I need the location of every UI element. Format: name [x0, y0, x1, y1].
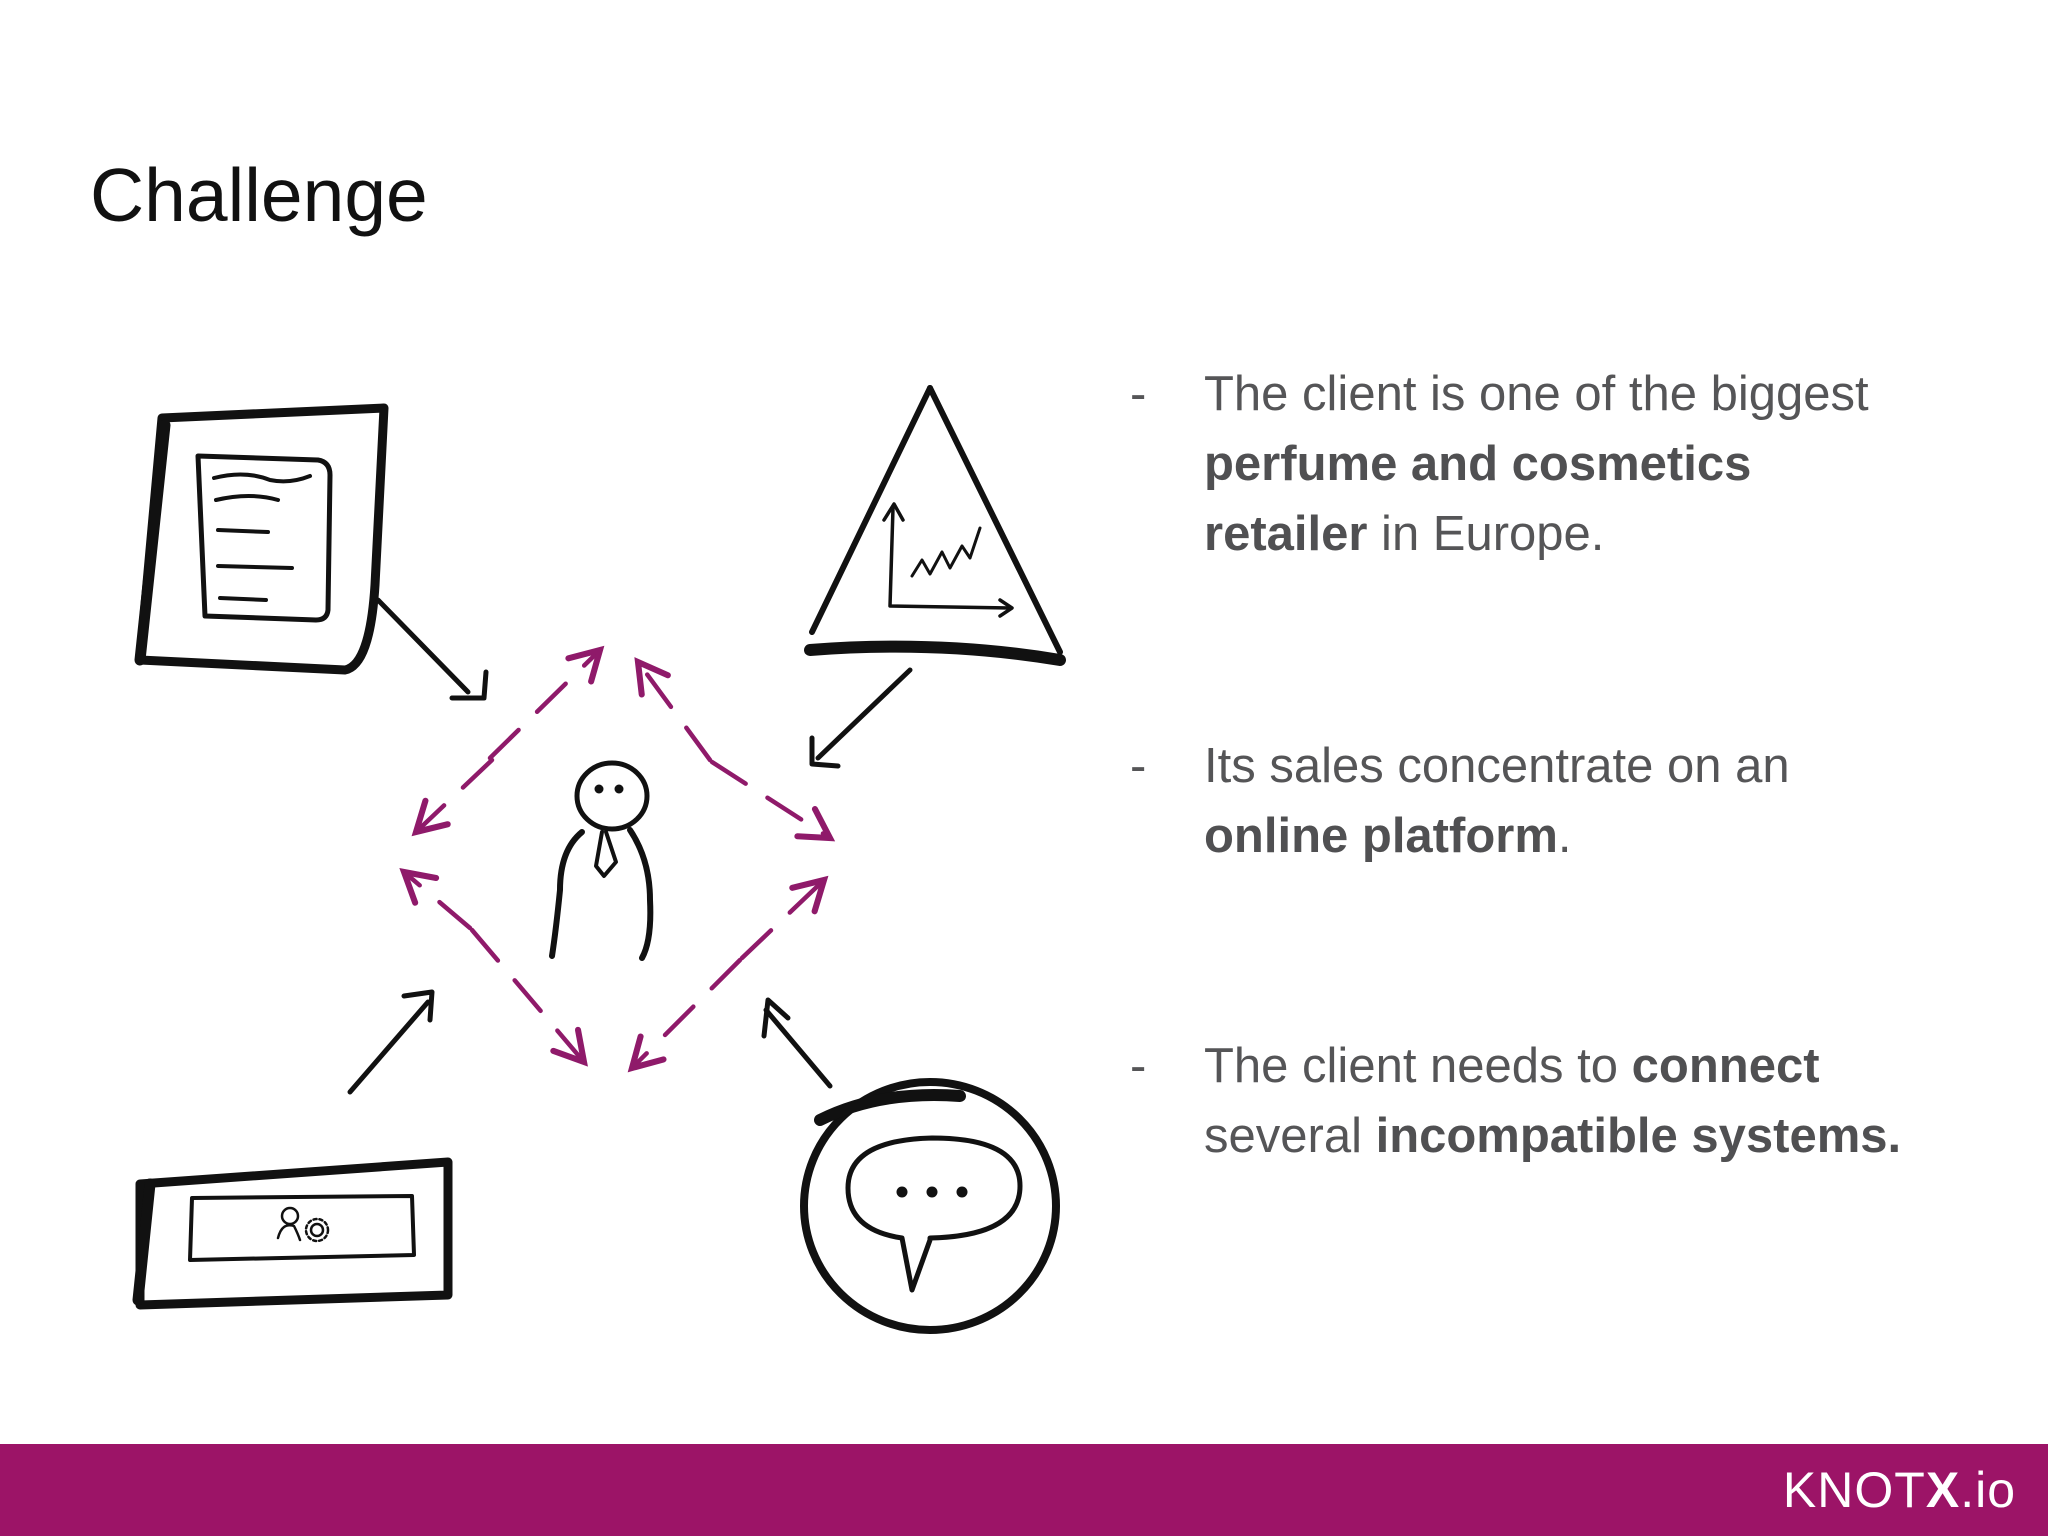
- person-icon: [549, 760, 654, 961]
- bullet-emphasis: connect: [1631, 1039, 1820, 1093]
- knotx-logo: KNOTX.io: [1783, 1460, 2016, 1520]
- bullet-text: The client needs to connect several inco…: [1204, 1031, 2004, 1171]
- bullet-line: .: [1557, 809, 1572, 863]
- bullet-emphasis: incompatible systems.: [1375, 1109, 1902, 1163]
- footer-bar: KNOTX.io: [0, 1444, 2048, 1536]
- bullet-item: - Its sales concentrate on an online pla…: [1130, 731, 2010, 881]
- bullet-dash: -: [1130, 739, 1147, 793]
- bullet-line: The client needs to: [1204, 1039, 1632, 1093]
- bullet-line: in Europe.: [1367, 507, 1605, 561]
- bullet-item: - The client is one of the biggest perfu…: [1130, 359, 2010, 579]
- bullet-line: several: [1204, 1109, 1376, 1163]
- bullet-dash: -: [1130, 367, 1147, 421]
- dashed-arrow-ring: [399, 645, 836, 1073]
- bullet-list: - The client is one of the biggest perfu…: [1130, 0, 2010, 1200]
- growth-chart-pyramid-icon: [804, 385, 1066, 666]
- logo-bold: X: [1925, 1462, 1961, 1518]
- connector-arrows: [347, 597, 913, 1095]
- logo-main: KNOT: [1782, 1462, 1926, 1518]
- bullet-item: - The client needs to connect several in…: [1130, 1031, 2010, 1181]
- document-icon: [134, 403, 389, 675]
- speech-bubble-icon: [800, 1078, 1060, 1334]
- bullet-line: The client is one of the biggest: [1204, 367, 1869, 421]
- bullet-line: Its sales concentrate on an: [1204, 739, 1790, 793]
- bullet-emphasis: perfume and cosmetics: [1204, 437, 1752, 491]
- slide-title: Challenge: [90, 153, 428, 237]
- integration-illustration: [132, 385, 1066, 1334]
- user-settings-window-icon: [132, 1157, 453, 1310]
- bullet-emphasis: online platform: [1204, 809, 1558, 863]
- bullet-text: The client is one of the biggest perfume…: [1204, 359, 2004, 569]
- bullet-dash: -: [1130, 1039, 1147, 1093]
- bullet-text: Its sales concentrate on an online platf…: [1204, 731, 2004, 871]
- logo-suffix: .io: [1960, 1462, 2016, 1518]
- bullet-emphasis: retailer: [1204, 507, 1368, 561]
